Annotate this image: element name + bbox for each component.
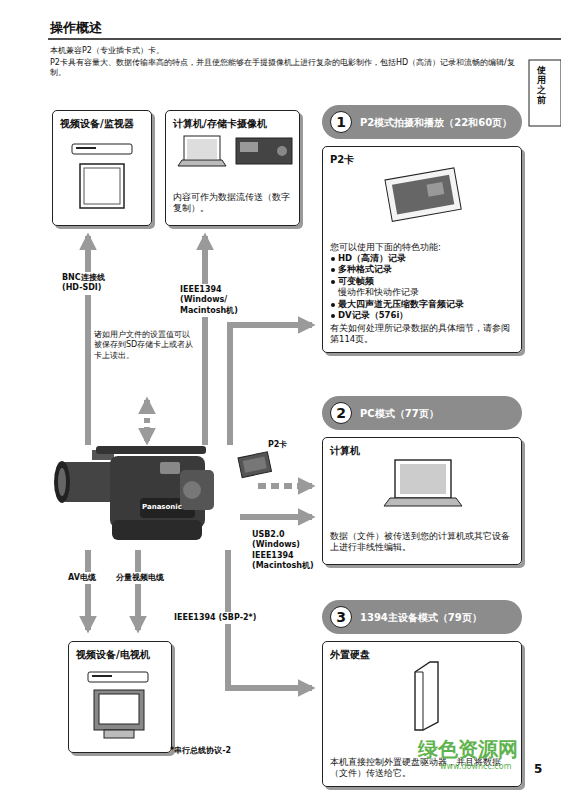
picture-space bbox=[330, 461, 514, 531]
footnote: *串行总线协议-2 bbox=[170, 746, 231, 756]
box-heading: P2卡 bbox=[330, 154, 354, 165]
external-hdd bbox=[415, 662, 438, 730]
video-tv bbox=[88, 672, 148, 738]
text-line: PC模式（77页） bbox=[360, 407, 439, 420]
page-title: 操作概述 bbox=[50, 20, 102, 37]
box-text: 内容可作为数据流传送（数字复制）。 bbox=[173, 192, 290, 213]
box-text: P2模式拍摄和播放（22和60页） bbox=[360, 117, 512, 128]
text-line: 视频设备/电视机 bbox=[76, 648, 164, 662]
callout-number: 2 bbox=[336, 405, 346, 421]
bullet bbox=[331, 303, 335, 307]
box-text: 有关如何处理所记录数据的具体细节，请参阅第114页。 bbox=[330, 323, 510, 344]
box-text: HD（高清）记录 bbox=[338, 253, 406, 263]
box-text: 最大四声道无压缩数字音频记录 bbox=[338, 299, 464, 309]
text-line: 多种格式记录 bbox=[330, 264, 514, 275]
callout-number: 1 bbox=[336, 114, 346, 130]
box-heading: 计算机/存储卡摄像机 bbox=[173, 118, 267, 129]
box-heading: 视频设备/监视器 bbox=[60, 118, 134, 129]
device-box: 视频设备/电视机 bbox=[68, 641, 172, 753]
box-text: 多种格式记录 bbox=[338, 264, 392, 274]
cable-label: USB2.0 (Windows) IEEE1394 (Macintosh机) bbox=[252, 530, 316, 572]
watermark: 绿色资源网 bbox=[418, 736, 518, 762]
bullet bbox=[331, 314, 335, 318]
box-heading: 计算机 bbox=[330, 445, 360, 456]
box-text: DV记录（576i） bbox=[338, 310, 408, 320]
text-line: 外置硬盘 bbox=[330, 648, 514, 662]
box-heading: 视频设备/电视机 bbox=[76, 649, 150, 660]
side-tab-label: 使用之前 bbox=[537, 66, 546, 106]
text-line: 您可以使用下面的特色功能: bbox=[330, 242, 514, 253]
box-text: PC模式（77页） bbox=[360, 408, 439, 419]
brand-name: Panasonic bbox=[142, 503, 182, 512]
intro-text: 本机兼容P2（专业插卡式）卡。 bbox=[50, 46, 164, 56]
text-line: 视频设备/监视器 bbox=[60, 117, 144, 131]
camcorder bbox=[54, 446, 214, 540]
cable-label: IEEE1394 (Windows/ Macintosh机) bbox=[178, 284, 248, 317]
side-tab bbox=[529, 60, 561, 126]
text-line: 计算机 bbox=[330, 444, 514, 458]
device-box: 计算机数据（文件）被传送到您的计算机或其它设备上进行非线性编辑。 bbox=[322, 437, 522, 565]
bullet bbox=[331, 280, 335, 284]
text-line: P2模式拍摄和播放（22和60页） bbox=[360, 116, 512, 129]
text-line: 慢动作和快动作记录 bbox=[330, 287, 514, 298]
callout-number: 3 bbox=[336, 609, 346, 625]
text-line: 3 bbox=[330, 606, 352, 628]
picture-space bbox=[173, 134, 292, 192]
mode-band: 2 PC模式（77页） bbox=[322, 396, 522, 430]
text-line: 内容可作为数据流传送（数字复制）。 bbox=[173, 192, 292, 215]
box-text: 数据（文件）被传送到您的计算机或其它设备上进行非线性编辑。 bbox=[330, 531, 510, 552]
text-line: 1394主设备模式（79页） bbox=[360, 611, 482, 624]
device-box: 视频设备/监视器 bbox=[52, 110, 152, 226]
box-heading: 外置硬盘 bbox=[330, 649, 370, 660]
bullet bbox=[331, 268, 335, 272]
laptop bbox=[384, 460, 462, 506]
text-line: 最大四声道无压缩数字音频记录 bbox=[330, 299, 514, 310]
p2-card-icon bbox=[238, 452, 272, 478]
cable-label: AV电缆 bbox=[66, 572, 98, 584]
box-text: 慢动作和快动作记录 bbox=[338, 287, 419, 297]
text-line: 2 bbox=[330, 402, 352, 424]
mode-band: 1 P2模式拍摄和播放（22和60页） bbox=[322, 105, 522, 139]
box-text: 1394主设备模式（79页） bbox=[360, 612, 482, 623]
p2-card-picture bbox=[385, 168, 461, 222]
mode-band: 3 1394主设备模式（79页） bbox=[322, 600, 522, 634]
text-line: 可变帧频 bbox=[330, 276, 514, 287]
cable-label: IEEE1394 (SBP-2*) bbox=[172, 612, 258, 624]
card-label: P2卡 bbox=[268, 440, 287, 450]
text-line: 计算机/存储卡摄像机 bbox=[173, 117, 292, 131]
device-box: P2卡您可以使用下面的特色功能:HD（高清）记录多种格式记录可变帧频慢动作和快动… bbox=[322, 146, 522, 353]
page-number: 5 bbox=[534, 762, 542, 778]
bullet bbox=[331, 257, 335, 261]
video-monitor bbox=[72, 144, 132, 208]
cable-label: BNC连接线 (HD-SDI) bbox=[60, 272, 126, 295]
box-text: 您可以使用下面的特色功能: bbox=[330, 242, 441, 252]
text-line: 1 bbox=[330, 111, 352, 133]
device-box: 计算机/存储卡摄像机内容可作为数据流传送（数字复制）。 bbox=[165, 110, 300, 226]
box-text: 可变帧频 bbox=[338, 276, 374, 286]
computer-and-deck bbox=[178, 136, 292, 166]
text-line: 数据（文件）被传送到您的计算机或其它设备上进行非线性编辑。 bbox=[330, 531, 514, 554]
note-text: 诸如用户文件的设置值可以被保存到SD存储卡上或者从卡上读出。 bbox=[94, 330, 194, 361]
title-rule bbox=[48, 38, 561, 40]
text-line: 有关如何处理所记录数据的具体细节，请参阅第114页。 bbox=[330, 323, 514, 346]
text-line: P2卡 bbox=[330, 153, 514, 167]
intro-text: P2卡具有容量大、数据传输率高的特点，并且使您能够在手提摄像机上进行复杂的电影制… bbox=[50, 58, 522, 79]
cable-label: 分量视频电缆 bbox=[114, 572, 166, 584]
cable-arrows bbox=[88, 236, 312, 688]
picture-space bbox=[330, 170, 514, 242]
watermark: www.downcc.com bbox=[440, 762, 511, 772]
text-line: DV记录（576i） bbox=[330, 310, 514, 321]
text-line: HD（高清）记录 bbox=[330, 253, 514, 264]
